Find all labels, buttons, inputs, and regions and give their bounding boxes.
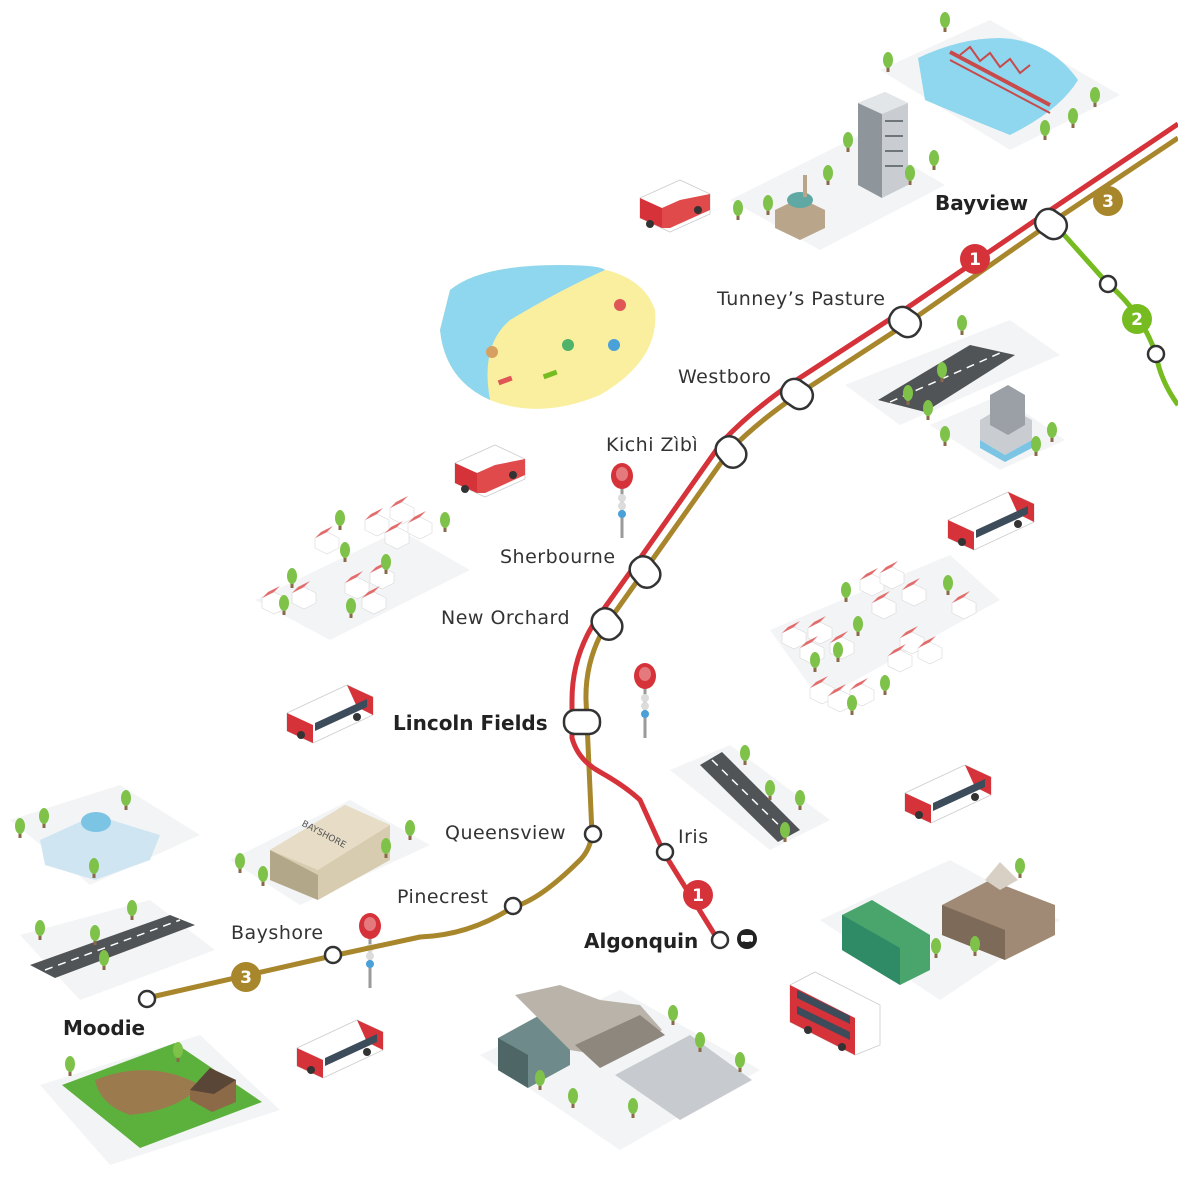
bayshore-mall: BAYSHORE — [235, 805, 415, 900]
line-2-badge: 2 — [1122, 304, 1152, 334]
river-bridge — [918, 38, 1078, 135]
fountain-building — [940, 385, 1057, 462]
station-label-westboro[interactable]: Westboro — [678, 366, 771, 388]
station-label-sherbourne[interactable]: Sherbourne — [500, 546, 616, 568]
line-3-badge: 3 — [1093, 186, 1123, 216]
hospital-building — [15, 790, 160, 880]
station-label-bayview[interactable]: Bayview — [935, 191, 1028, 215]
food-truck-icon — [454, 444, 526, 498]
station-label-pinecrest[interactable]: Pinecrest — [397, 886, 488, 908]
station-label-lincoln-fields[interactable]: Lincoln Fields — [393, 711, 548, 735]
station-label-bayshore[interactable]: Bayshore — [231, 922, 324, 944]
bike-path-east — [878, 315, 1015, 420]
svg-text:1: 1 — [969, 250, 981, 270]
double-decker-bus-icon — [789, 971, 881, 1056]
station-label-queensview[interactable]: Queensview — [445, 822, 566, 844]
line-3-badge: 3 — [231, 962, 261, 992]
station-label-algonquin[interactable]: Algonquin — [584, 929, 698, 953]
mosque-building — [775, 175, 825, 240]
bus-icon — [947, 491, 1035, 551]
svg-text:3: 3 — [1102, 192, 1114, 212]
station-markers — [137, 207, 1166, 1009]
svg-text:2: 2 — [1131, 310, 1143, 330]
bus-stop-sign-icon — [632, 661, 658, 740]
svg-text:1: 1 — [692, 886, 704, 906]
green-building — [842, 900, 941, 985]
bike-path-west — [30, 900, 195, 978]
station-label-iris[interactable]: Iris — [678, 826, 709, 848]
bus-icon — [904, 764, 992, 824]
svg-text:3: 3 — [240, 968, 252, 988]
tower-block — [858, 92, 908, 198]
station-label-new-orchard[interactable]: New Orchard — [441, 607, 570, 629]
beach-lake — [440, 265, 656, 409]
moodie-park — [62, 1042, 262, 1148]
brown-complex — [942, 858, 1055, 960]
station-label-kichi-zibi[interactable]: Kichi Zìbì — [606, 434, 698, 456]
bike-path-south — [700, 745, 805, 842]
station-label-moodie[interactable]: Moodie — [63, 1016, 145, 1040]
line-1-badge: 1 — [683, 880, 713, 910]
line-1-badge: 1 — [960, 244, 990, 274]
food-truck-icon — [639, 179, 711, 233]
bus-icon — [286, 684, 374, 744]
line-1-route — [569, 121, 1178, 942]
bus-icon — [296, 1019, 384, 1079]
bus-stop-sign-icon — [609, 461, 635, 540]
line-3-route — [146, 135, 1178, 1001]
station-label-tunneys-pasture[interactable]: Tunney’s Pasture — [716, 288, 885, 310]
park-and-ride-icon — [737, 929, 757, 949]
line-2-route — [1056, 226, 1178, 407]
algonquin-campus — [498, 985, 752, 1120]
